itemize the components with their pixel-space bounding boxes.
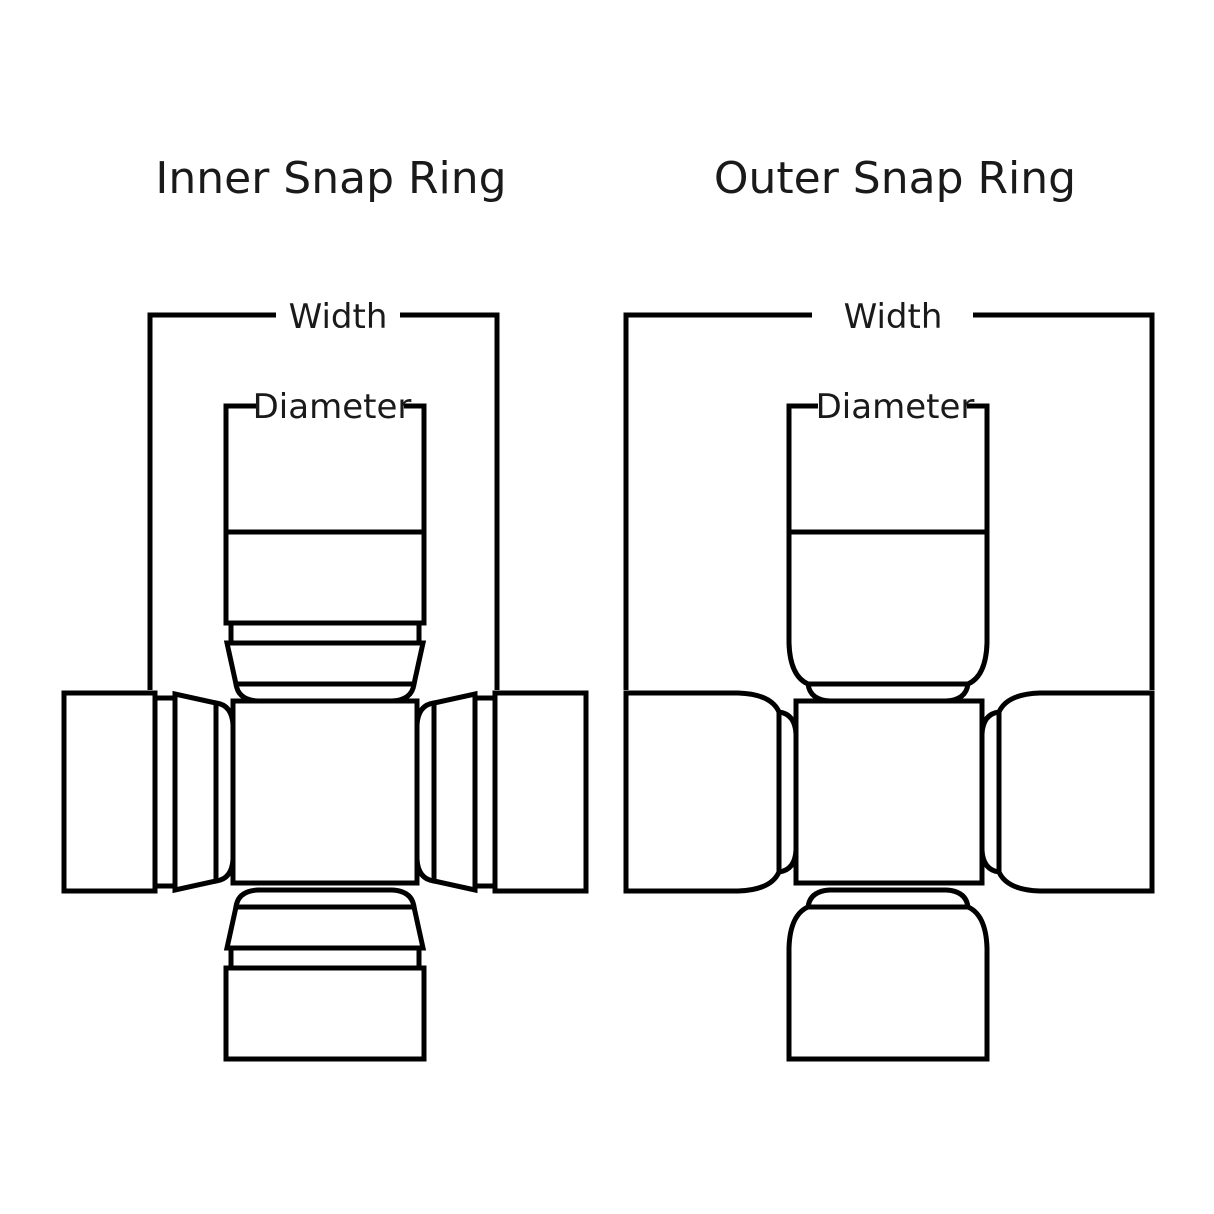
dimension-diameter-outer: Diameter bbox=[786, 387, 990, 532]
bearing-cap-right-outer bbox=[979, 690, 1155, 894]
cap-body-top-outer bbox=[786, 529, 990, 687]
cap-body-right-inner bbox=[492, 690, 589, 894]
dimension-diameter-inner: Diameter bbox=[223, 387, 427, 532]
cap-taper-bottom-inner bbox=[223, 904, 427, 951]
cap-shoulder-left-outer bbox=[776, 709, 799, 875]
cap-shoulder-right-inner bbox=[414, 700, 437, 884]
diameter-leader-left-outer bbox=[786, 403, 818, 532]
cap-body-top-inner bbox=[223, 529, 427, 626]
diameter-leader-right-inner bbox=[404, 403, 427, 532]
width-leader-right-inner bbox=[400, 312, 500, 690]
cap-snapring-groove-right-inner bbox=[472, 695, 498, 889]
panel-title-inner: Inner Snap Ring bbox=[155, 153, 506, 204]
bearing-cap-left-inner bbox=[61, 690, 236, 894]
cap-snapring-groove-top-inner bbox=[228, 620, 422, 646]
diameter-label-inner: Diameter bbox=[253, 387, 412, 427]
cap-taper-left-inner bbox=[172, 690, 219, 894]
width-label-inner: Width bbox=[289, 297, 388, 337]
dimension-width-inner: Width bbox=[147, 297, 500, 690]
bearing-cap-left-outer bbox=[623, 690, 799, 894]
cap-shoulder-right-outer bbox=[979, 709, 1002, 875]
cap-taper-right-inner bbox=[431, 690, 478, 894]
width-leader-left-outer bbox=[623, 312, 812, 690]
bearing-cap-top-outer bbox=[786, 529, 990, 704]
cap-shoulder-bottom-inner bbox=[233, 887, 417, 910]
width-leader-left-inner bbox=[147, 312, 276, 690]
cross-hub-body-outer bbox=[793, 698, 985, 886]
cap-shoulder-top-inner bbox=[233, 681, 417, 704]
bearing-cap-bottom-outer bbox=[786, 887, 990, 1062]
cap-shoulder-left-inner bbox=[213, 700, 236, 884]
cross-hub-body-inner bbox=[230, 698, 420, 886]
cap-shoulder-top-outer bbox=[805, 681, 971, 704]
bearing-cap-bottom-inner bbox=[223, 887, 427, 1062]
width-label-outer: Width bbox=[844, 297, 943, 337]
panel-inner-snap-ring: Inner Snap Ring Width Diameter bbox=[61, 153, 589, 1062]
diameter-leader-right-outer bbox=[967, 403, 990, 532]
bearing-cap-right-inner bbox=[414, 690, 589, 894]
panel-outer-snap-ring: Outer Snap Ring Width Diameter bbox=[623, 153, 1155, 1062]
cap-body-bottom-outer bbox=[786, 904, 990, 1062]
cap-shoulder-bottom-outer bbox=[805, 887, 971, 910]
cap-body-left-outer bbox=[623, 690, 782, 894]
cap-body-right-outer bbox=[996, 690, 1155, 894]
cap-taper-top-inner bbox=[223, 640, 427, 687]
cap-snapring-groove-left-inner bbox=[152, 695, 178, 889]
diameter-leader-left-inner bbox=[223, 403, 256, 532]
bearing-cap-top-inner bbox=[223, 529, 427, 704]
panel-title-outer: Outer Snap Ring bbox=[714, 153, 1076, 204]
diameter-label-outer: Diameter bbox=[816, 387, 975, 427]
cap-body-left-inner bbox=[61, 690, 158, 894]
cap-snapring-groove-bottom-inner bbox=[228, 945, 422, 971]
cap-body-bottom-inner bbox=[223, 965, 427, 1062]
dimension-width-outer: Width bbox=[623, 297, 1155, 690]
width-leader-right-outer bbox=[973, 312, 1155, 690]
